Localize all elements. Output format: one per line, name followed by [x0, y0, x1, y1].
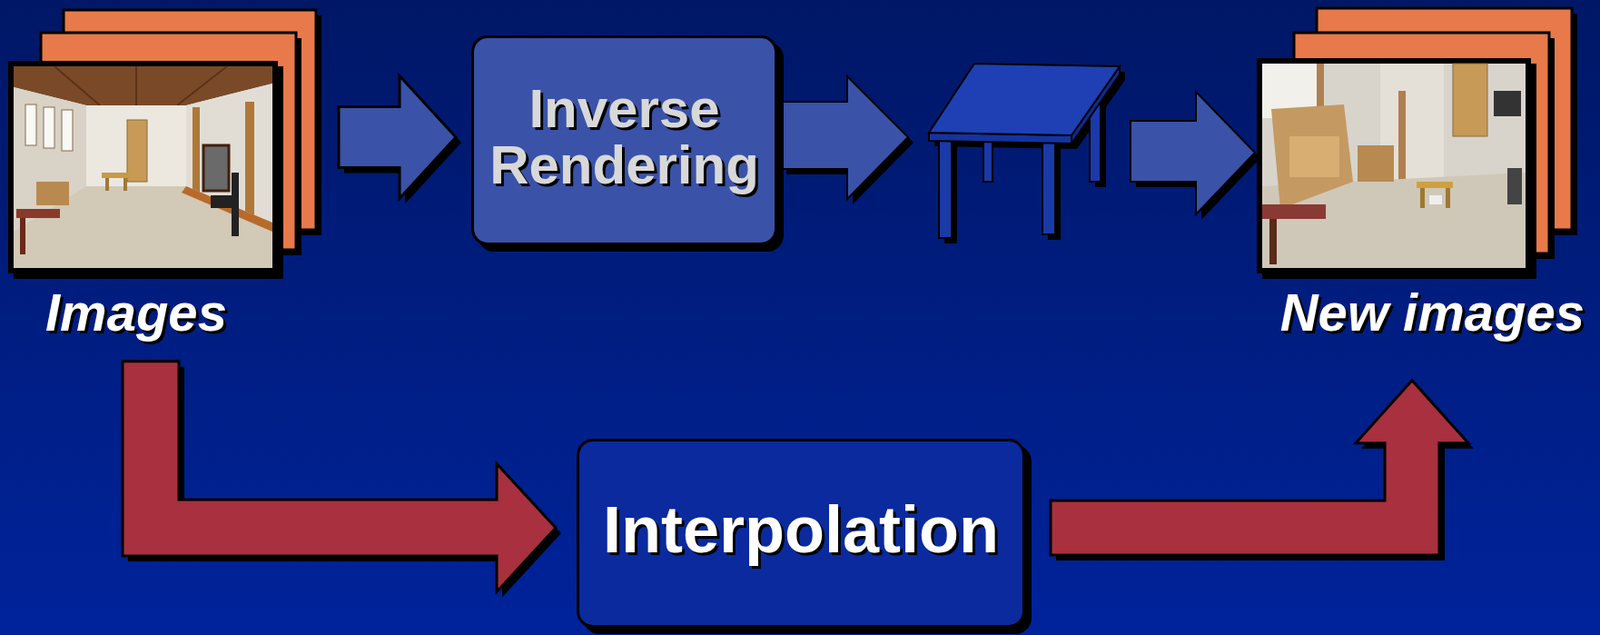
box-label: Interpolation: [602, 495, 999, 563]
process-box: Inverse Rendering: [471, 35, 778, 246]
image-label: New images: [1241, 283, 1585, 342]
image-label: Images: [45, 283, 327, 342]
block-arrow: [338, 76, 462, 205]
arrow-body: [1050, 380, 1469, 555]
image-stack: New images: [1241, 0, 1594, 342]
red-block-arrow: [122, 361, 562, 598]
room-photo: [13, 66, 273, 268]
red-block-arrow: [1050, 380, 1474, 561]
room-photo: [1262, 63, 1526, 268]
process-box: Interpolation: [576, 438, 1026, 628]
arrow-body: [122, 361, 556, 593]
output-image-stack: [1256, 8, 1578, 279]
block-arrow: [1130, 91, 1261, 220]
box-label: Inverse Rendering: [486, 80, 762, 194]
input-image-stack: [8, 9, 322, 279]
block-arrow: [780, 76, 914, 205]
image-stack: Images: [0, 0, 327, 342]
table-model: [928, 63, 1126, 244]
arrow-body: [338, 76, 456, 199]
